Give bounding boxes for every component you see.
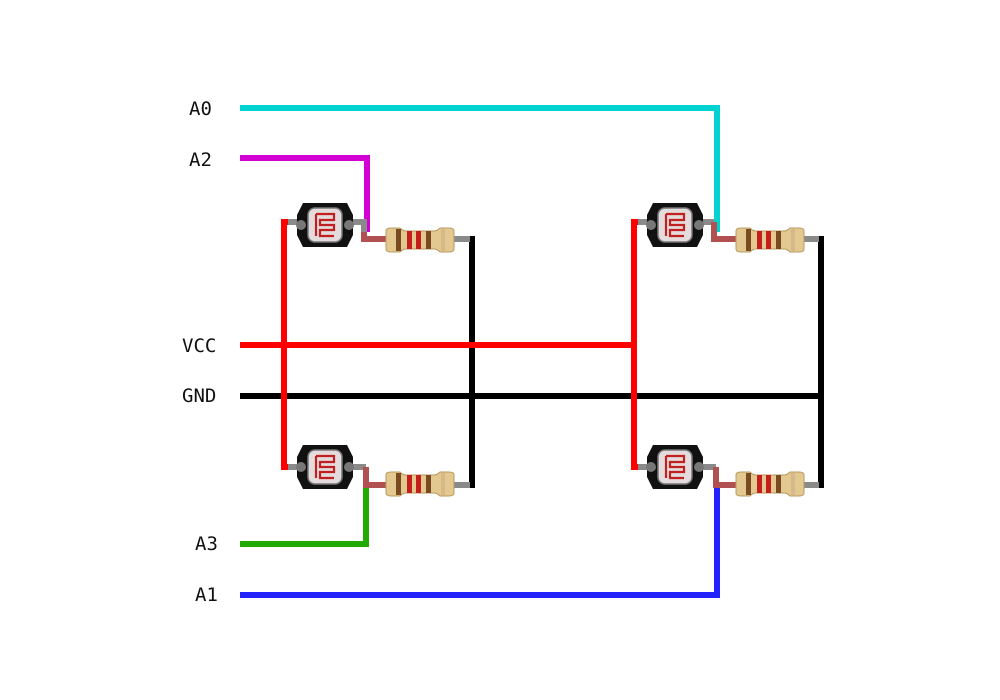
label-a0: A0 — [189, 98, 212, 120]
lead-top-left-junction — [361, 232, 388, 242]
lead-bottom-right-junction — [713, 467, 738, 488]
lead-bottom-left-junction — [363, 467, 388, 488]
label-a1: A1 — [195, 584, 218, 606]
wire-gnd-left — [455, 236, 475, 488]
ldr-bottom-right — [644, 443, 706, 491]
label-a2: A2 — [189, 149, 212, 171]
wire-vcc-right — [631, 219, 646, 470]
resistor-bottom-right — [735, 471, 805, 497]
ldr-top-right — [644, 201, 706, 249]
resistor-top-right — [735, 227, 805, 253]
ldr-top-left — [294, 201, 356, 249]
label-gnd: GND — [182, 385, 216, 407]
wire-a3 — [240, 480, 369, 547]
resistor-bottom-left — [385, 471, 455, 497]
lead-top-right-junction — [711, 222, 738, 242]
label-vcc: VCC — [182, 335, 216, 357]
wire-a2 — [240, 155, 370, 232]
label-a3: A3 — [195, 533, 218, 555]
wire-a1 — [240, 482, 720, 598]
wire-a0 — [240, 105, 720, 232]
wire-gnd-right — [805, 236, 824, 488]
resistor-top-left — [385, 227, 455, 253]
ldr-bottom-left — [294, 443, 356, 491]
